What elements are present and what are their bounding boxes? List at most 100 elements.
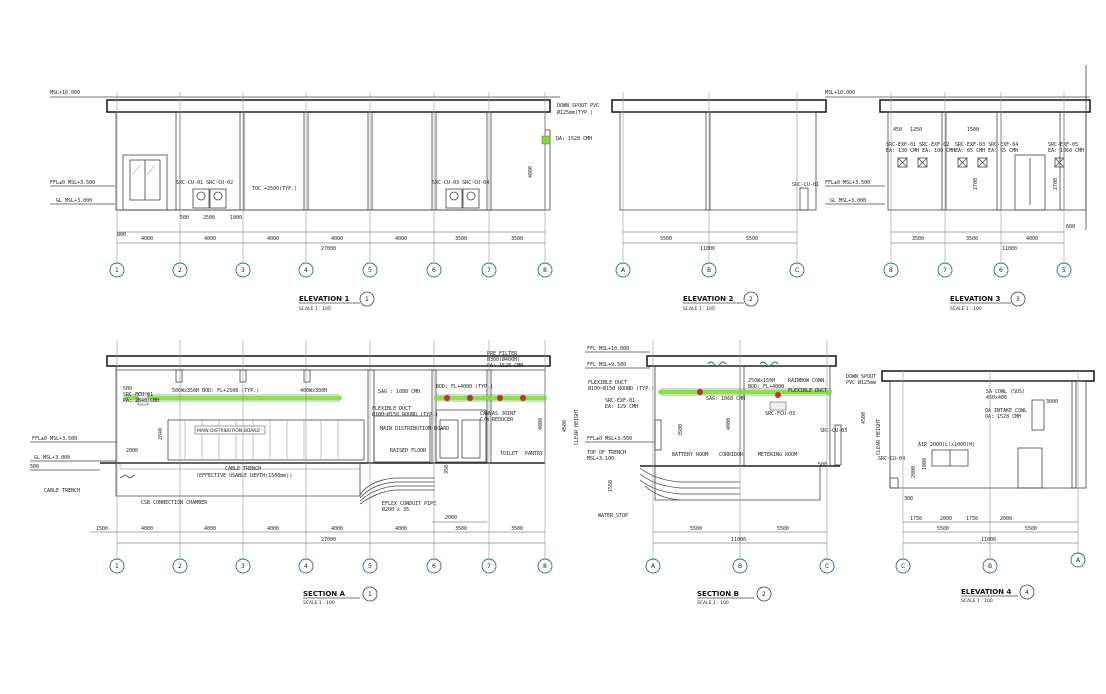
view-title: ELEVATION 1 xyxy=(299,295,349,303)
elevation-4: SA COWL (SUS) 450x400 OA INTAKE COWL OA:… xyxy=(878,370,1095,604)
dim-500: 500 xyxy=(180,215,189,221)
dim-seg-1: 1750 xyxy=(910,516,922,522)
oa-cowl-cmh-label: OA: 1528 CMH xyxy=(985,414,1021,420)
view-number: 1 xyxy=(368,591,372,598)
grid-bubble-A: A xyxy=(651,563,656,570)
dim-sub-1: 5500 xyxy=(937,526,949,532)
grid-bubble-8: 8 xyxy=(543,267,547,274)
grid-bubble-5: 5 xyxy=(368,563,372,570)
toc-label: TOC +2500(TYP.) xyxy=(252,186,297,192)
grid-bubble-6: 6 xyxy=(432,563,436,570)
dim-4000: 4000 xyxy=(538,418,544,430)
downspout-label: DOWN SPOUT PVC xyxy=(557,103,599,109)
dim-cable-side: 500 xyxy=(30,464,39,470)
grid-bubble-2: 2 xyxy=(178,563,182,570)
dim-bay-5: 4000 xyxy=(395,526,407,532)
top-trench-label: TOP OF TRENCH xyxy=(587,450,626,456)
grid-bubble-C: C xyxy=(795,267,799,274)
view-title: ELEVATION 3 xyxy=(950,295,1000,303)
water-stop-label: WATER STOP xyxy=(598,513,628,519)
view-scale: SCALE 1 : 100 xyxy=(950,306,982,312)
dim-total: 11000 xyxy=(1002,246,1017,252)
sag-label: SAG : 1080 CMH xyxy=(378,389,420,395)
grid-bubble-2: 2 xyxy=(178,267,182,274)
battery-room-label: BATTERY ROOM xyxy=(672,452,708,458)
air-label: AIR 2000(L)x1000(H) xyxy=(918,442,975,448)
cable-trench-label: CABLE TRENCH xyxy=(44,488,80,494)
oa-cowl-label: OA INTAKE COWL xyxy=(985,408,1027,414)
dim-4500: 4500 xyxy=(861,412,867,424)
grid-bubble-C: C xyxy=(825,563,829,570)
dim-800: 800 xyxy=(117,232,126,238)
dim-350: 350 xyxy=(444,465,450,474)
gl-level-label: GL MSL+3.000 xyxy=(830,198,866,204)
dim-bay-5: 4000 xyxy=(395,236,407,242)
dim-bay-1: 4000 xyxy=(141,526,153,532)
d2700-label: 2700 xyxy=(973,178,979,190)
grid-bubble-7: 7 xyxy=(487,563,491,570)
metering-room-label: METERING ROOM xyxy=(758,452,797,458)
grid-bubble-C: C xyxy=(901,563,905,570)
dim-bay-7: 3500 xyxy=(511,526,523,532)
cu-01-label: SRC-CU-01 xyxy=(792,182,819,188)
sa-cowl-size-label: 450x400 xyxy=(986,395,1007,401)
grid-bubble-B: B xyxy=(738,563,742,570)
dim-bay-2: 4000 xyxy=(204,526,216,532)
dim-bay-3: 4000 xyxy=(1026,236,1038,242)
exf-label: SRC-EXF-01 xyxy=(605,398,635,404)
dim-bay-1: 3500 xyxy=(912,236,924,242)
dim-2840: 2840 xyxy=(158,428,164,440)
elevation-3: MSL+10.000 FFL±0 MSL+3.500 GL MSL+3.000 … xyxy=(825,65,1091,312)
duct-size-label-2: 400Wx300H xyxy=(300,388,327,394)
msl-level-label: MSL+10.000 xyxy=(825,90,855,96)
dim-3000: 3000 xyxy=(1046,399,1058,405)
dim-total: 27000 xyxy=(321,246,336,252)
section-b: FFL MSL+10.000 FFL MSL+9.500 FLEXIBLE DU… xyxy=(585,340,882,606)
ffl-level-label: FFL±0 MSL+3.500 xyxy=(32,436,77,442)
dim-500: 500 xyxy=(123,386,132,392)
dim-bay-2: 5500 xyxy=(777,526,789,532)
raised-floor-label: RAISED FLOOR xyxy=(390,448,427,454)
dim-2000-v: 2000 xyxy=(911,466,917,478)
dim-1000: 1000 xyxy=(230,215,242,221)
exf-01-02-label: SRC-EXF-01 SRC-EXF-02 xyxy=(886,142,949,148)
grid-bubble-7: 7 xyxy=(943,267,947,274)
cu-label: SRC-CU-04 xyxy=(878,456,905,462)
msl2-level-label: FFL MSL+9.500 xyxy=(587,362,626,368)
grid-bubble-5: 5 xyxy=(1062,267,1066,274)
view-title: ELEVATION 4 xyxy=(961,588,1011,596)
dim-bay-6: 3500 xyxy=(455,526,467,532)
dim-1550: 1550 xyxy=(608,480,614,492)
dim-bay-2: 3500 xyxy=(966,236,978,242)
exf-05-ea: EA: 1060 CMH xyxy=(1048,148,1084,154)
dim-bay-1: 4000 xyxy=(141,236,153,242)
dim-4000: 4000 xyxy=(726,418,732,430)
grid-bubble-3: 3 xyxy=(241,563,245,570)
section-a: MAIN DISTRIBUTION BOARD SRC-FCU-01 RA: 2… xyxy=(30,340,580,606)
ra-label: RA: 2840 CMH xyxy=(123,398,159,404)
dim-500: 500 xyxy=(818,462,827,468)
dim-4000-vertical: 4000 xyxy=(528,166,534,178)
grid-bubble-1: 1 xyxy=(115,563,119,570)
fcu-label: SRC-FCU-01 xyxy=(123,392,153,398)
msl-level-label: FFL MSL+10.000 xyxy=(587,346,629,352)
bod-label: BOD: FL+4000 xyxy=(748,384,784,390)
pre-filter-size-label: Ø300(Ø400H) xyxy=(487,356,520,363)
dim-seg-3: 1750 xyxy=(966,516,978,522)
d1250-label: 1250 xyxy=(910,127,922,133)
grid-bubble-4: 4 xyxy=(304,563,308,570)
duct-size-label: 500Wx350H BOD: FL+2500 (TYP.) xyxy=(172,388,259,394)
view-number: 4 xyxy=(1025,589,1029,596)
exf-03-04-ea: EA: 65 CMH EA: 65 CMH xyxy=(955,148,1018,154)
dim-bay-6: 3500 xyxy=(455,236,467,242)
dim-300: 300 xyxy=(904,496,913,502)
dim-bay-3: 4000 xyxy=(267,526,279,532)
csb-chamber-label: CSB CONNECTION CHAMBER xyxy=(141,500,208,506)
oa-label: OA: 1528 CMH xyxy=(487,363,523,369)
reducer-label: C/W REDUCER xyxy=(480,417,514,423)
dim-bay-0: 1500 xyxy=(96,526,108,532)
dim-total: 11000 xyxy=(700,246,715,252)
dim-1000: 1000 xyxy=(922,458,928,470)
sa-cowl-label: SA COWL (SUS) xyxy=(986,389,1025,395)
eflex-label: EFLEX CONDUIT PIPE xyxy=(382,501,436,507)
